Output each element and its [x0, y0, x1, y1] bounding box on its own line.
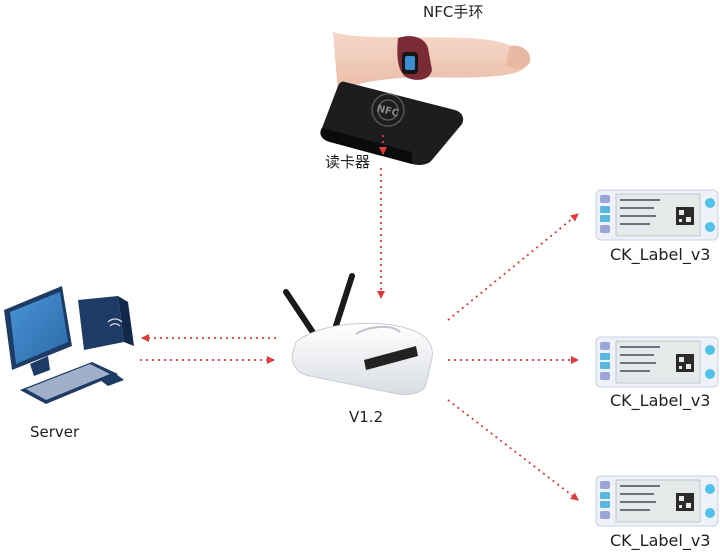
label-device-1	[595, 189, 719, 241]
reader-label: 读卡器	[325, 153, 371, 171]
server-computer	[4, 286, 134, 404]
server-label: Server	[30, 423, 80, 441]
arrow-router-to-label-3	[447, 399, 579, 501]
label-device-3	[595, 475, 719, 527]
arrow-router-to-label-1	[447, 213, 579, 321]
label-device-2-name: CK_Label_v3	[610, 391, 711, 410]
label-device-1-name: CK_Label_v3	[610, 245, 711, 264]
router-label: V1.2	[349, 408, 384, 426]
router-device	[283, 273, 433, 395]
card-reader-device: NFC	[320, 81, 464, 165]
label-device-3-name: CK_Label_v3	[610, 531, 711, 550]
label-device-2	[595, 336, 719, 388]
nfc-band-label: NFC手环	[423, 3, 484, 21]
nfc-wristband-photo	[333, 32, 531, 92]
